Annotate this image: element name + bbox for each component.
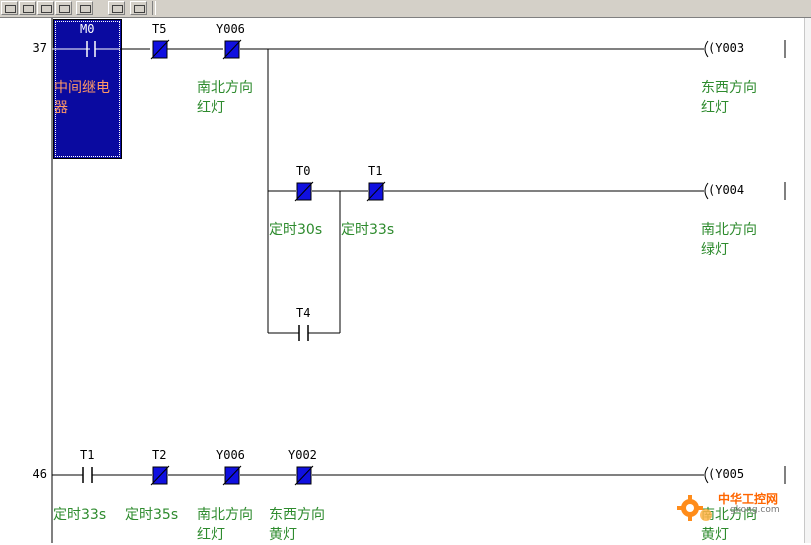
- coil-label: (Y003: [708, 41, 745, 55]
- toolbar-button-coil-icon[interactable]: [76, 1, 93, 15]
- ladder-toolbar: [0, 0, 811, 18]
- toolbar-button-line-icon[interactable]: [130, 1, 147, 15]
- coil-comment: 南北方向 黄灯: [701, 507, 757, 543]
- device-comment: 东西方向 黄灯: [269, 507, 325, 543]
- device-label: T4: [296, 306, 311, 320]
- toolbar-button-parallel-no-icon[interactable]: [37, 1, 54, 15]
- device-comment: 南北方向 红灯: [197, 507, 253, 543]
- step-number: 37: [32, 41, 47, 55]
- device-comment: 中间继电 器: [54, 80, 110, 116]
- vertical-scrollbar[interactable]: [804, 18, 811, 543]
- toolbar-button-nc-contact-icon[interactable]: [19, 1, 36, 15]
- selection-cursor-inner: [55, 21, 120, 157]
- device-label: T2: [152, 448, 167, 462]
- device-label: T5: [152, 22, 167, 36]
- selection-cursor[interactable]: [53, 19, 122, 159]
- step-number: 46: [32, 467, 47, 481]
- toolbar-button-no-contact-icon[interactable]: [1, 1, 18, 15]
- coil-label: (Y004: [708, 183, 745, 197]
- coil-comment: 南北方向 绿灯: [701, 222, 757, 258]
- toolbar-separator: [152, 1, 156, 15]
- device-label: Y006: [216, 448, 245, 462]
- device-label: M0: [80, 22, 95, 36]
- device-comment: 南北方向 红灯: [197, 80, 253, 116]
- coil-y003[interactable]: [704, 40, 709, 58]
- toolbar-button-instruction-icon[interactable]: [108, 1, 125, 15]
- device-label: Y006: [216, 22, 245, 36]
- device-label: T1: [80, 448, 95, 462]
- device-comment: 定时35s: [125, 507, 179, 523]
- device-label: T1: [368, 164, 383, 178]
- toolbar-button-parallel-nc-icon[interactable]: [55, 1, 72, 15]
- device-comment: 定时33s: [53, 507, 107, 523]
- gear-logo-icon: [677, 495, 712, 521]
- coil-y005[interactable]: [704, 466, 709, 484]
- device-label: T0: [296, 164, 311, 178]
- coil-comment: 东西方向 红灯: [701, 80, 757, 116]
- watermark-text: 中华工控网: [718, 492, 779, 506]
- device-comment: 定时33s: [341, 222, 395, 238]
- device-label: Y002: [288, 448, 317, 462]
- coil-y004[interactable]: [704, 182, 709, 200]
- watermark-subtext: gkong.com: [730, 505, 780, 515]
- device-comment: 定时30s: [269, 222, 323, 238]
- coil-label: (Y005: [708, 467, 745, 481]
